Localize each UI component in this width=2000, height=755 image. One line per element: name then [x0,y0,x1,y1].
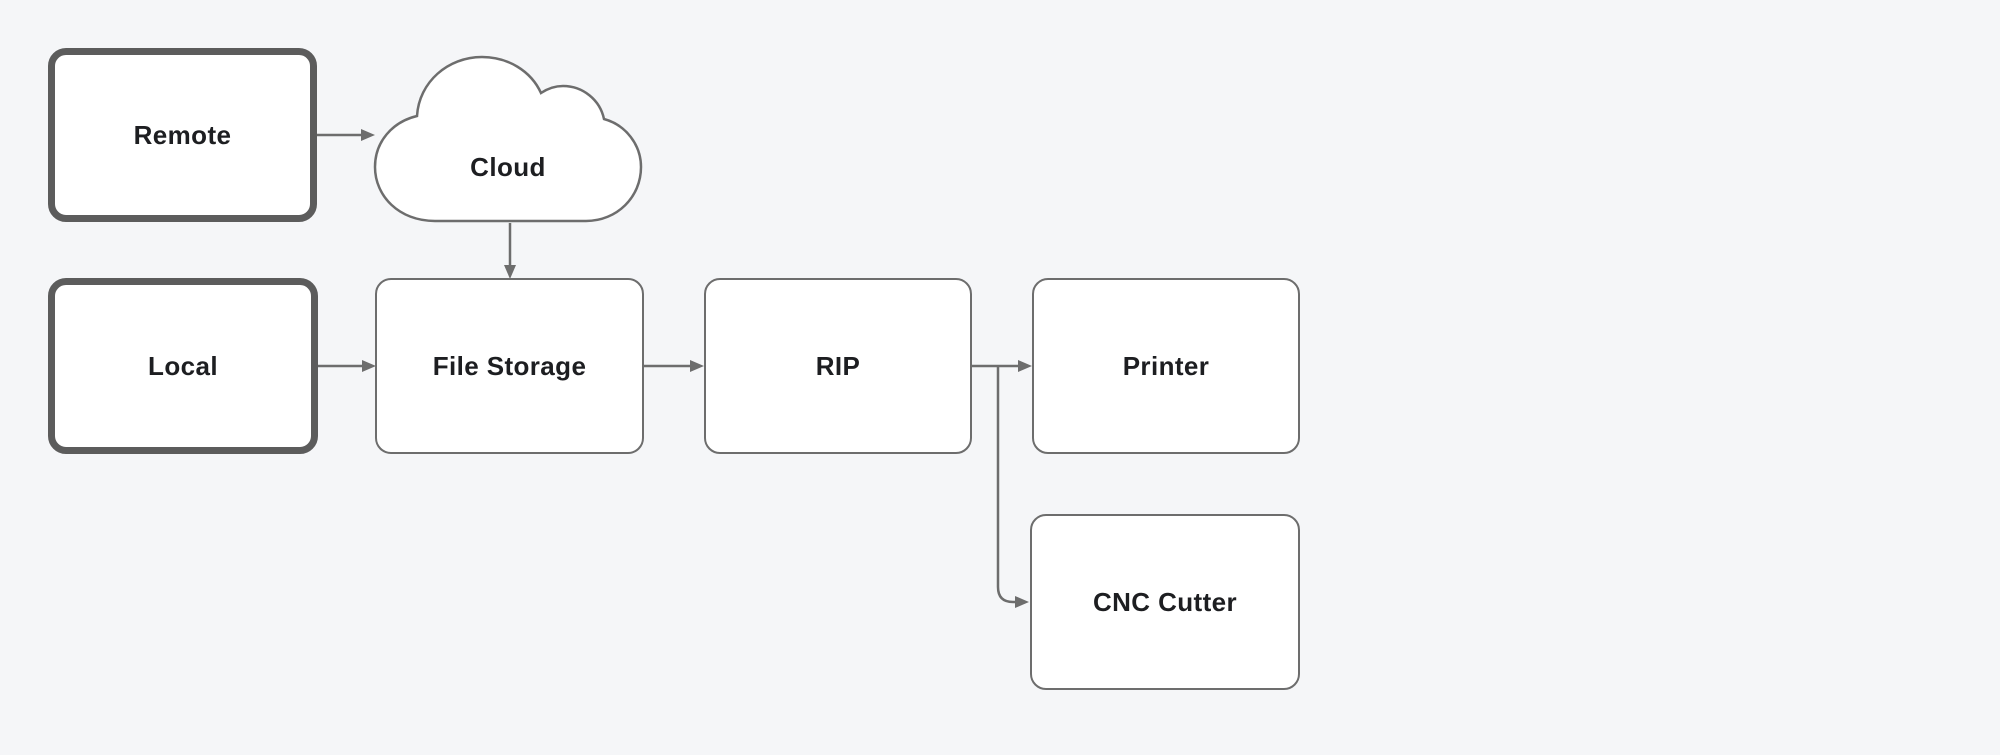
node-rip: RIP [704,278,972,454]
node-cnc-cutter: CNC Cutter [1030,514,1300,690]
node-remote-label: Remote [133,119,232,150]
edge-rip-to-cnc-cutter [996,367,1029,608]
edge-local-to-file-storage [318,360,376,372]
edge-file-storage-to-rip [644,360,704,372]
node-remote: Remote [48,48,317,222]
node-rip-label: RIP [815,350,861,381]
edge-cloud-to-file-storage [504,223,516,279]
node-printer-label: Printer [1122,350,1210,381]
node-cloud-label: Cloud [470,152,546,182]
node-printer: Printer [1032,278,1300,454]
node-file-storage: File Storage [375,278,644,454]
node-local: Local [48,278,318,454]
node-local-label: Local [148,350,218,381]
node-file-storage-label: File Storage [432,350,587,381]
node-cnc-cutter-label: CNC Cutter [1092,586,1238,617]
edge-rip-to-printer [972,360,1032,372]
cloud-node-shape [373,55,643,223]
edge-remote-to-cloud [317,129,375,141]
